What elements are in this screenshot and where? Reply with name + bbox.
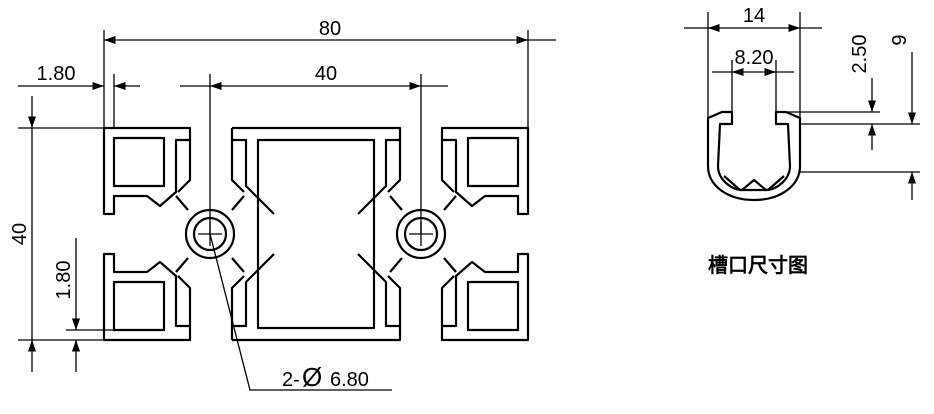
width-dim-text: 80 [319,18,341,40]
hole-spacing-dim-text: 40 [315,63,337,85]
slot-inner-arc [723,175,785,192]
profile-section [102,126,530,342]
height-dim-text: 40 [9,223,31,245]
profile-center-top [230,126,402,215]
profile-outline-left [102,126,192,342]
cavity-top-left [112,136,166,188]
wall-top-dim-text: 1.80 [37,63,76,85]
cavity-bottom-right [466,280,520,332]
hole-diameter-text: 6.80 [330,369,369,391]
web-left [175,140,245,326]
slot-ext-lines [707,12,920,173]
cavity-top-right [466,136,520,188]
web-right [387,140,457,326]
wall-side-dim-text: 1.80 [53,261,75,300]
profile-dimensions: 80 40 1.80 40 1.80 2- Ø 6.80 [9,18,556,392]
cavity-bottom-left [112,280,166,332]
slot-outline [706,110,802,202]
hole-count-text: 2- [282,369,300,391]
slot-lip-text: 2.50 [849,35,871,74]
diameter-symbol: Ø [302,362,322,392]
hole-leader-line [209,233,392,391]
profile-center-bottom [230,253,402,342]
slot-opening-text: 14 [743,5,765,27]
slot-detail: 14 8.20 2.50 9 槽口尺寸图 [684,5,920,277]
ext-lines [18,30,529,341]
profile-center-channel [256,138,376,330]
profile-outline-right [440,126,530,342]
slot-inner-text: 8.20 [735,47,774,69]
slot-depth-text: 9 [889,34,911,45]
slot-caption: 槽口尺寸图 [708,253,808,277]
